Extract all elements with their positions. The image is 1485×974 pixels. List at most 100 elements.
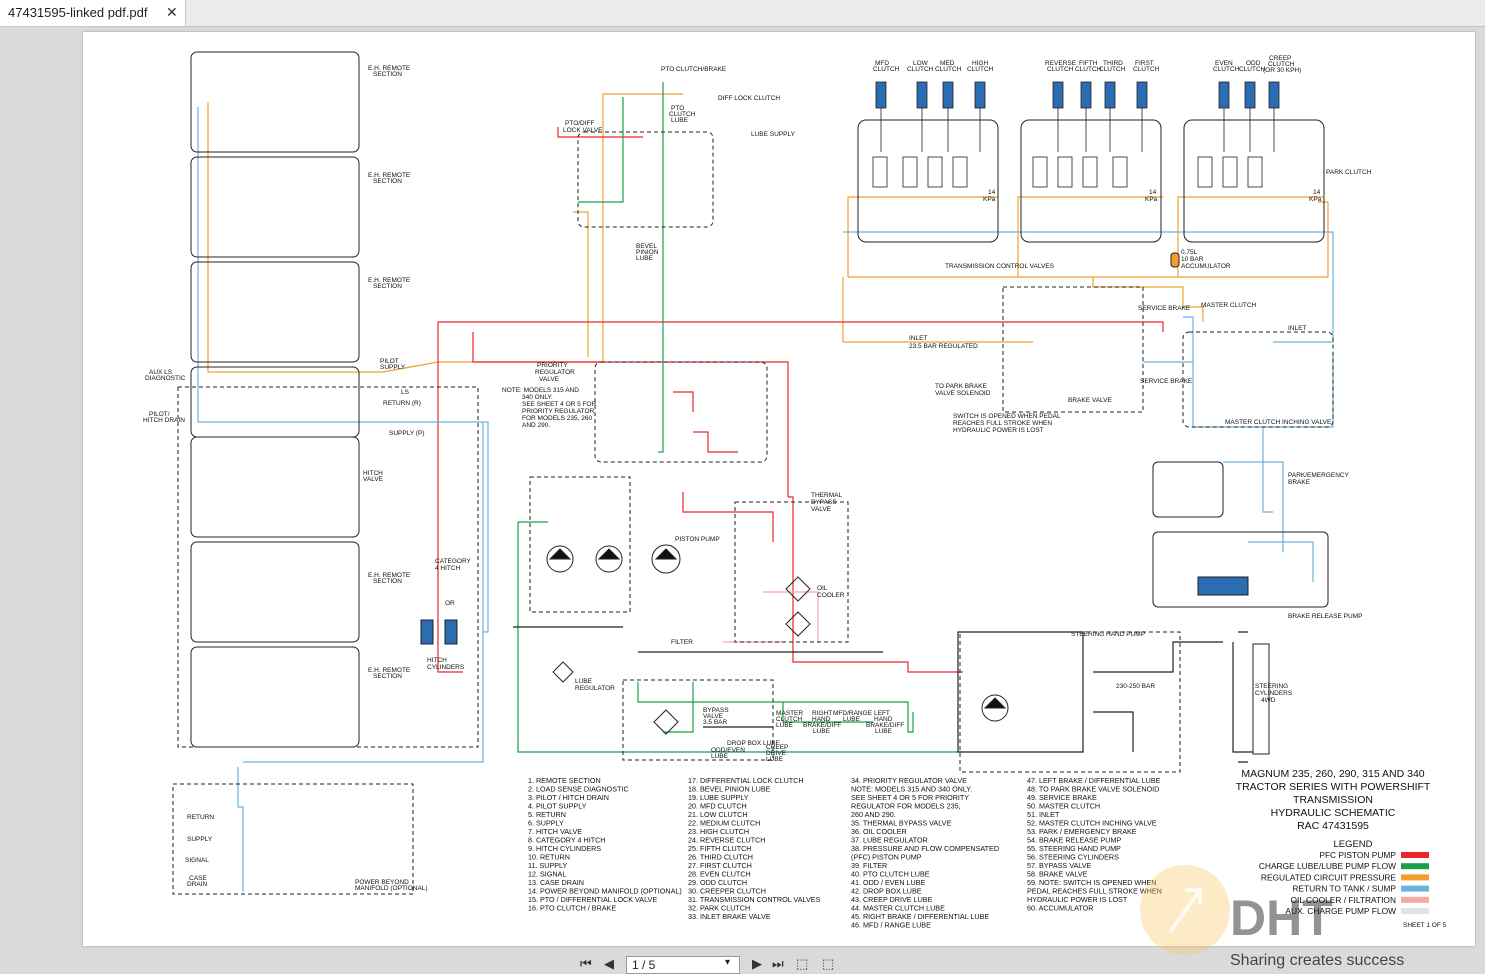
first-page-icon[interactable]: ⏮ [580,956,592,971]
component-label: AND 290. [522,422,550,429]
component-label: HAND [812,716,831,723]
component-label: DIFF LOCK CLUTCH [718,95,780,102]
flow-legend-label: CHARGE LUBE/LUBE PUMP FLOW [1259,861,1396,871]
component-label: MED [940,60,955,67]
next-page-icon[interactable]: ▶ [752,956,762,971]
component-label: CLUTCH [669,111,696,118]
legend-item: 16. PTO CLUTCH / BRAKE [528,904,616,913]
prev-page-icon[interactable]: ◀ [604,956,614,971]
component-label: CLUTCH [935,66,962,73]
component-label: CLUTCH [1239,66,1266,73]
hydraulic-lines [197,82,1334,892]
legend-item: (PFC) PISTON PUMP [851,853,922,862]
legend-item: HYDRAULIC POWER IS LOST [1027,895,1128,904]
component-label: HITCH [363,470,383,477]
component-label: CLUTCH [873,66,900,73]
eh-remote-label: E.H. REMOTE [368,172,411,179]
flow-legend-swatch [1401,863,1429,870]
control-valve [1112,156,1128,188]
legend-item: 36. OIL COOLER [851,827,907,836]
component-label: PRIORITY [537,362,568,369]
clutch-piston [1080,81,1092,109]
component-label: LUBE [711,753,729,760]
component-label: 4 HITCH [435,565,461,572]
flow-legend-swatch [1401,885,1429,892]
component-label: FIRST [1135,60,1154,67]
component-label: DRAIN [187,881,208,888]
component-label: ACCUMULATOR [1181,263,1231,270]
component-label: TRANSMISSION CONTROL VALVES [945,263,1055,270]
legend-item: 51. INLET [1027,810,1060,819]
component-label: 14 [1149,189,1157,196]
flow-legend-label: PFC PISTON PUMP [1319,850,1396,860]
document-tab[interactable]: 47431595-linked pdf.pdf ✕ [0,0,186,26]
legend-item: 8. CATEGORY 4 HITCH [528,836,605,845]
title-line: MAGNUM 235, 260, 290, 315 AND 340 [1241,768,1424,780]
legend-item: 54. BRAKE RELEASE PUMP [1027,836,1121,845]
component-label: THIRD [1103,60,1123,67]
page-number-field[interactable]: 1 / 5 ▾ [626,956,740,974]
legend-item: 4. PILOT SUPPLY [528,802,587,811]
component-label: KPa [1309,196,1322,203]
component-label: DRIVE [766,750,787,757]
fit-page-icon[interactable]: ⬚ [796,956,809,971]
component-label: LUBE [671,117,689,124]
component-label: VALVE SOLENOID [935,390,991,397]
component-label: HITCH [427,657,447,664]
component-label: REACHES FULL STROKE WHEN [953,420,1052,427]
control-valve [902,156,918,188]
page-navigation-bar: ⏮ ◀ 1 / 5 ▾ ▶ ⏭ ⬚ ⬚ [0,952,1485,974]
flow-legend-swatch [1401,908,1429,914]
component-label: NOTE: MODELS 315 AND [502,387,579,394]
legend-item: 5. RETURN [528,810,566,819]
component-label: BEVEL [636,243,657,250]
component-label: (OR 30 KPH) [1263,67,1301,74]
fit-width-icon[interactable]: ⬚ [822,956,835,971]
component-label: SUPPLY (P) [389,430,425,437]
legend-item: 7. HITCH VALVE [528,827,582,836]
component-label: CLUTCH [1047,66,1074,73]
component-label: DROP BOX LUBE [727,740,781,747]
component-label: CYLINDERS [1255,690,1293,697]
component-label: 4WD [1261,697,1276,704]
component-label: CREEP [1269,55,1291,62]
legend-item: 40. PTO CLUTCH LUBE [851,870,930,879]
component-label: ODD/EVEN [711,747,745,754]
component-label: LUBE [875,728,893,735]
legend-title: LEGEND [1333,839,1372,850]
legend-item: 18. BEVEL PINION LUBE [688,785,771,794]
component-label: TO PARK BRAKE [935,383,987,390]
legend-item: 11. SUPPLY [528,861,567,870]
component-label: BYPASS [811,499,837,506]
legend-item: 26. THIRD CLUTCH [688,853,753,862]
clutch-piston [1244,81,1256,109]
legend-item: 28. EVEN CLUTCH [688,870,751,879]
component-label: BRAKE [1288,479,1311,486]
chevron-down-icon[interactable]: ▾ [725,957,731,968]
component-label: LUBE [575,678,593,685]
component-label: POWER BEYOND [355,879,409,886]
component-label: SERVICE BRAKE [1138,305,1191,312]
component-label: PARK/EMERGENCY [1288,472,1350,479]
close-icon[interactable]: ✕ [166,4,178,20]
component-label: 23.5 BAR REGULATED [909,343,978,350]
clutch-piston [875,81,887,109]
component-label: SERVICE BRAKE [1140,378,1193,385]
legend-item: 12. SIGNAL [528,870,566,879]
legend-item: 3. PILOT / HITCH DRAIN [528,793,609,802]
component-label: HITCH DRAIN [143,417,185,424]
component-label: CLUTCH [1268,61,1295,68]
component-label: LUBE SUPPLY [751,131,796,138]
legend-item: 22. MEDIUM CLUTCH [688,819,760,828]
legend-item: 60. ACCUMULATOR [1027,904,1093,913]
eh-remote-label: SECTION [373,578,402,585]
component-label: OIL [817,585,828,592]
component-label: HIGH [972,60,989,67]
legend-item: 13. CASE DRAIN [528,878,584,887]
last-page-icon[interactable]: ⏭ [772,956,784,971]
clutch-piston [1268,81,1280,109]
legend-item: 1. REMOTE SECTION [528,776,601,785]
